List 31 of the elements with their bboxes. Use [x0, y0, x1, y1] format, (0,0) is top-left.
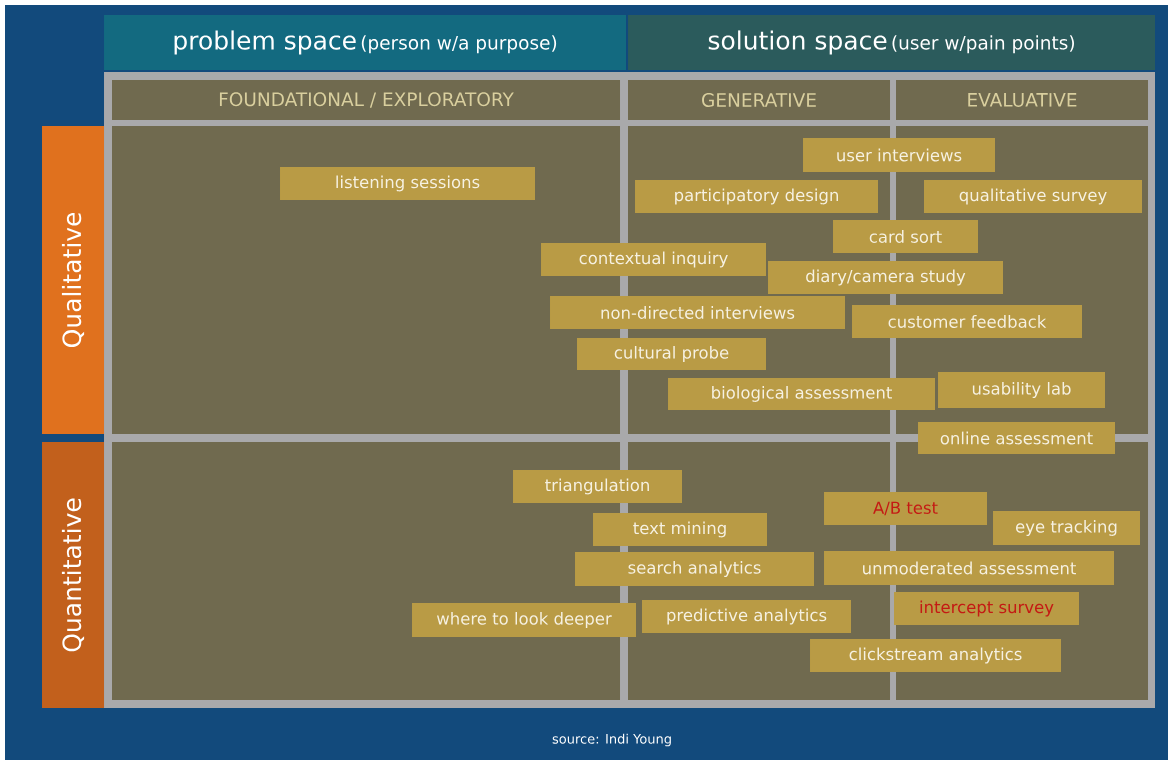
method-tag: cultural probe — [577, 338, 766, 370]
method-tag: unmoderated assessment — [824, 551, 1114, 585]
method-tag: clickstream analytics — [810, 639, 1061, 672]
method-tag: where to look deeper — [412, 603, 636, 637]
source-caption: source: Indi Young — [552, 733, 671, 747]
method-tag: online assessment — [918, 422, 1115, 454]
method-tag: user interviews — [803, 138, 995, 172]
method-tag: listening sessions — [280, 167, 535, 200]
method-tag: customer feedback — [852, 305, 1082, 338]
method-tag: intercept survey — [894, 592, 1079, 625]
header-band: problem space (person w/a purpose) — [104, 15, 626, 70]
method-tag: triangulation — [513, 470, 682, 503]
method-tag: participatory design — [635, 180, 878, 213]
method-tag: card sort — [833, 220, 978, 253]
column-header: FOUNDATIONAL / EXPLORATORY — [112, 80, 620, 120]
method-tag: qualitative survey — [924, 180, 1142, 213]
method-tag: A/B test — [824, 492, 987, 525]
method-tag: biological assessment — [668, 378, 935, 410]
method-tag: diary/camera study — [768, 261, 1003, 294]
method-tag: usability lab — [938, 372, 1105, 408]
method-tag: contextual inquiry — [541, 243, 766, 276]
method-tag: search analytics — [575, 552, 814, 586]
method-tag: eye tracking — [993, 511, 1140, 545]
header-band: solution space (user w/pain points) — [628, 15, 1155, 70]
row-label: Qualitative — [42, 126, 104, 434]
method-tag: text mining — [593, 513, 767, 546]
method-tag: predictive analytics — [642, 600, 851, 633]
method-tag: non-directed interviews — [550, 296, 845, 329]
column-header: EVALUATIVE — [896, 80, 1148, 120]
row-label: Quantitative — [42, 442, 104, 708]
column-header: GENERATIVE — [628, 80, 890, 120]
